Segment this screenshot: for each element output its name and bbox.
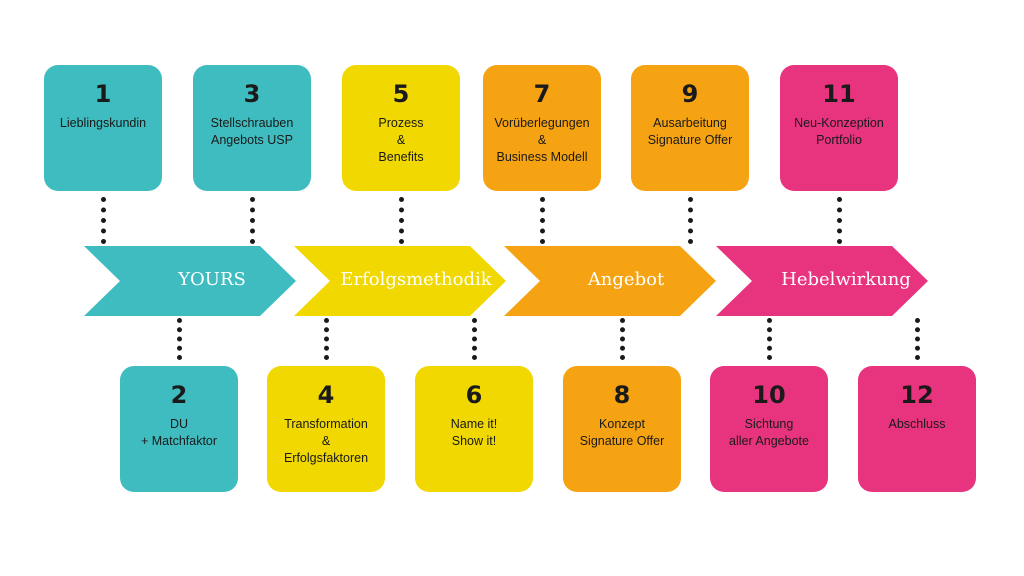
phase-arrow-1: [84, 246, 296, 316]
phase-arrow-3: [504, 246, 716, 316]
connector-7: [540, 197, 545, 244]
step-text: Konzept Signature Offer: [579, 417, 665, 448]
step-box-2: 2 DU + Matchfaktor: [120, 366, 238, 492]
connector-2: [177, 318, 182, 360]
phase-label-3: Angebot: [587, 269, 665, 290]
step-text: DU + Matchfaktor: [140, 417, 218, 448]
connector-6: [472, 318, 477, 360]
step-text: Neu-Konzeption Portfolio: [794, 116, 884, 147]
phase-arrow-2: [294, 246, 506, 316]
step-number: 6: [465, 381, 483, 409]
step-number: 12: [900, 381, 934, 409]
phase-label-1: YOURS: [178, 269, 246, 290]
step-number: 11: [822, 80, 856, 108]
connector-9: [688, 197, 693, 244]
connector-8: [620, 318, 625, 360]
step-number: 7: [533, 80, 551, 108]
connector-1: [101, 197, 106, 244]
step-text: Lieblingskundin: [59, 116, 147, 130]
step-text: Vorüberlegungen & Business Modell: [494, 116, 590, 164]
step-text: Stellschrauben Angebots USP: [210, 116, 294, 147]
connector-12: [915, 318, 920, 360]
connector-4: [324, 318, 329, 360]
step-number: 2: [170, 381, 188, 409]
step-text: Ausarbeitung Signature Offer: [647, 116, 733, 147]
step-text: Name it! Show it!: [450, 417, 498, 448]
step-number: 8: [613, 381, 631, 409]
step-text: Abschluss: [888, 417, 946, 431]
phase-label-2: Erfolgsmethodik: [340, 269, 492, 290]
step-number: 9: [681, 80, 699, 108]
step-number: 1: [94, 80, 112, 108]
step-text: Prozess & Benefits: [378, 116, 424, 164]
step-number: 4: [317, 381, 335, 409]
phase-arrow-4: [716, 246, 928, 316]
step-number: 10: [752, 381, 786, 409]
step-text: Transformation & Erfolgsfaktoren: [283, 417, 369, 465]
phase-label-4: Hebelwirkung: [781, 269, 911, 290]
step-text: Sichtung aller Angebote: [729, 417, 809, 448]
step-number: 5: [392, 80, 410, 108]
step-number: 3: [243, 80, 261, 108]
connector-5: [399, 197, 404, 244]
connector-10: [767, 318, 772, 360]
connector-11: [837, 197, 842, 244]
connector-3: [250, 197, 255, 244]
